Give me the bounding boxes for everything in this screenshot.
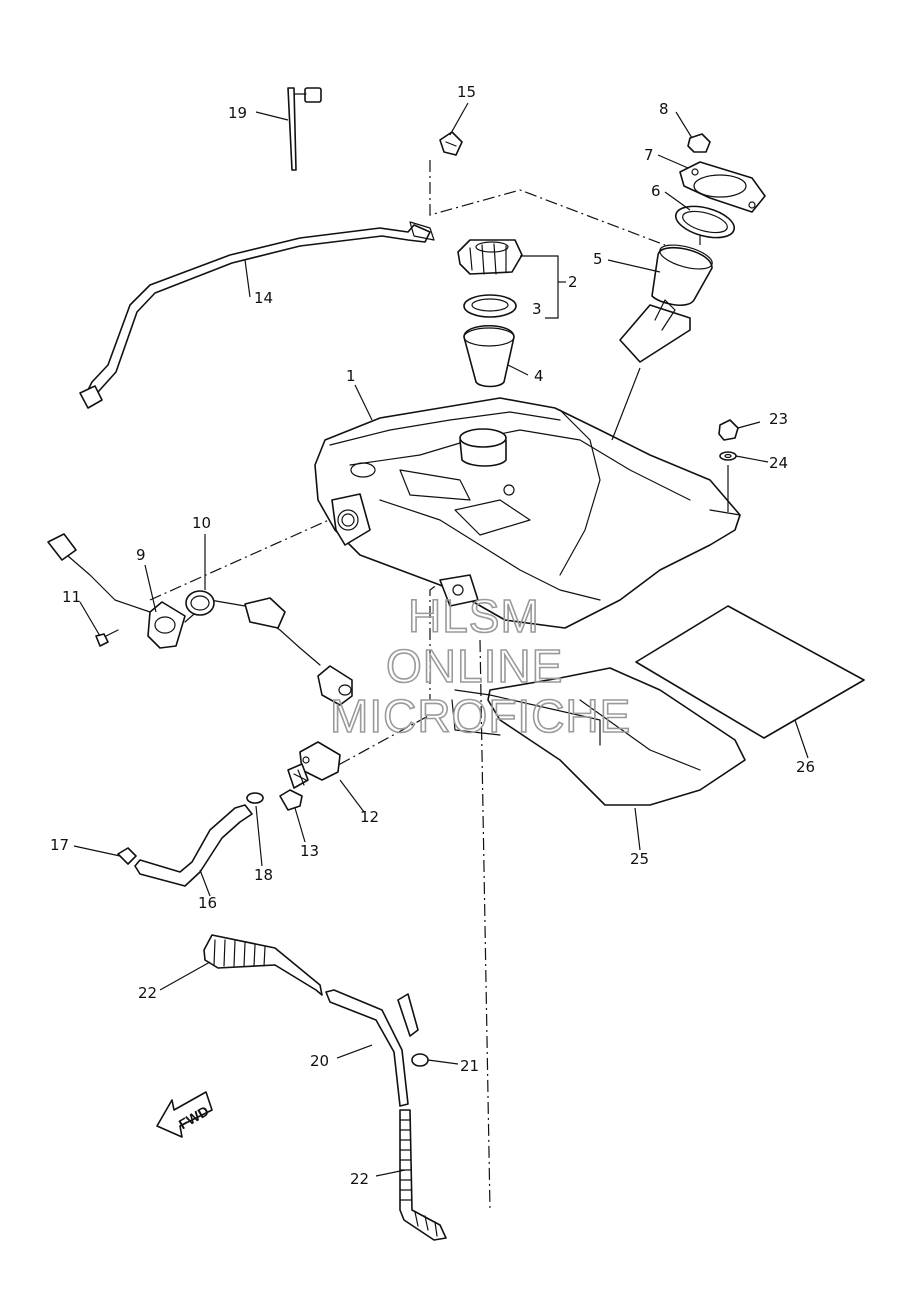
callout-20: 20 [310, 1052, 329, 1070]
part-19-cable-tie [287, 87, 322, 171]
callout-12: 12 [360, 808, 379, 826]
part-2-fuel-cap [457, 239, 523, 275]
callout-2: 2 [568, 273, 578, 291]
part-11-screw [95, 629, 119, 647]
fwd-arrow-icon: FWD [156, 1091, 213, 1138]
callout-8: 8 [659, 100, 669, 118]
callout-19: 19 [228, 104, 247, 122]
part-23-bolt [718, 419, 739, 441]
part-22-corrugated-hose-upper [203, 934, 323, 996]
part-5-fuel-pump [619, 244, 713, 363]
part-16-fuel-hose [134, 804, 253, 887]
callout-9: 9 [136, 546, 146, 564]
callout-11: 11 [62, 588, 81, 606]
watermark: HLSM ONLINE MICROFICHE [329, 589, 631, 743]
callout-21: 21 [460, 1057, 479, 1075]
callout-14: 14 [254, 289, 273, 307]
part-25-cover [451, 667, 746, 806]
callout-5: 5 [593, 250, 603, 268]
callout-22-lower: 22 [350, 1170, 369, 1188]
callout-17: 17 [50, 836, 69, 854]
part-17-clip [117, 847, 137, 865]
callout-16: 16 [198, 894, 217, 912]
callout-10: 10 [192, 514, 211, 532]
part-26-pad [635, 605, 865, 739]
callout-7: 7 [644, 146, 654, 164]
part-7-pump-plate [679, 161, 766, 213]
part-6-pump-gasket [674, 205, 736, 239]
part-21-clip [411, 1053, 429, 1067]
callout-4: 4 [534, 367, 544, 385]
part-9-fuel-sender [47, 533, 353, 706]
watermark-line-3: MICROFICHE [330, 690, 631, 742]
part-14-breather-hose [79, 221, 435, 409]
callout-1: 1 [346, 367, 356, 385]
callout-13: 13 [300, 842, 319, 860]
part-12-fuel-cock [287, 741, 341, 789]
part-4-filler-strainer [463, 325, 515, 388]
callout-numbers: 1 2 3 4 5 6 7 8 9 10 11 12 13 14 15 16 1… [50, 83, 815, 1188]
part-22-corrugated-hose-lower [399, 1109, 447, 1241]
part-20-vent-hose [325, 989, 419, 1107]
callout-leader-lines [73, 102, 809, 1177]
callout-22-upper: 22 [138, 984, 157, 1002]
callout-25: 25 [630, 850, 649, 868]
callout-18: 18 [254, 866, 273, 884]
callout-6: 6 [651, 182, 661, 200]
part-1-fuel-tank [314, 397, 741, 629]
callout-23: 23 [769, 410, 788, 428]
callout-26: 26 [796, 758, 815, 776]
callout-3: 3 [532, 300, 542, 318]
watermark-line-1: HLSM [408, 590, 540, 642]
part-8-nut [687, 133, 711, 153]
part-13-bolt [279, 789, 303, 811]
part-15-hose-clip [439, 131, 463, 156]
part-18-clamp [246, 792, 264, 804]
part-24-washer [719, 451, 737, 461]
watermark-line-2: ONLINE [386, 640, 563, 692]
callout-24: 24 [769, 454, 788, 472]
part-3-cap-gasket [463, 294, 517, 318]
callout-15: 15 [457, 83, 476, 101]
part-10-sender-gasket [185, 590, 215, 616]
